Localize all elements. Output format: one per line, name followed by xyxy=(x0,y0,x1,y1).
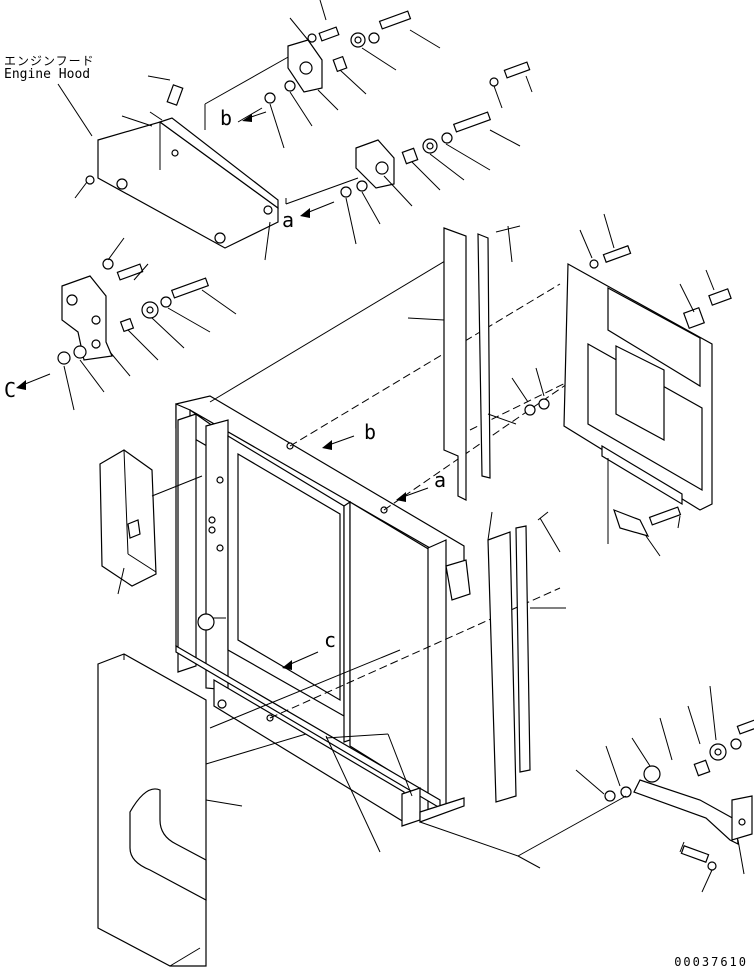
foam-block-small xyxy=(99,449,157,587)
lower-seal-strips xyxy=(487,511,566,803)
side-panel xyxy=(511,213,732,557)
ref-label-a-frame: a xyxy=(434,468,447,492)
ref-label-c-upper: C xyxy=(4,378,17,402)
middle-clip xyxy=(285,61,533,245)
drawing-number: 00037610 xyxy=(674,955,748,969)
ref-label-b-frame: b xyxy=(364,420,377,444)
ref-line-b xyxy=(289,283,561,447)
ref-label-c-frame: c xyxy=(324,628,337,652)
engine-hood-label-en: Engine Hood xyxy=(4,67,91,82)
main-frame xyxy=(175,251,471,827)
lower-right-bracket xyxy=(419,685,754,893)
hood-bracket-assembly xyxy=(57,55,291,261)
upper-clip xyxy=(237,0,441,149)
foam-pieces xyxy=(97,449,307,967)
upper-seal-strips xyxy=(407,225,521,501)
ref-label-b: b xyxy=(220,106,233,130)
left-bracket xyxy=(57,237,237,411)
engine-hood-label-jp: エンジンフード xyxy=(4,54,95,68)
ref-label-a: a xyxy=(282,208,295,232)
ref-arrows xyxy=(16,111,429,670)
